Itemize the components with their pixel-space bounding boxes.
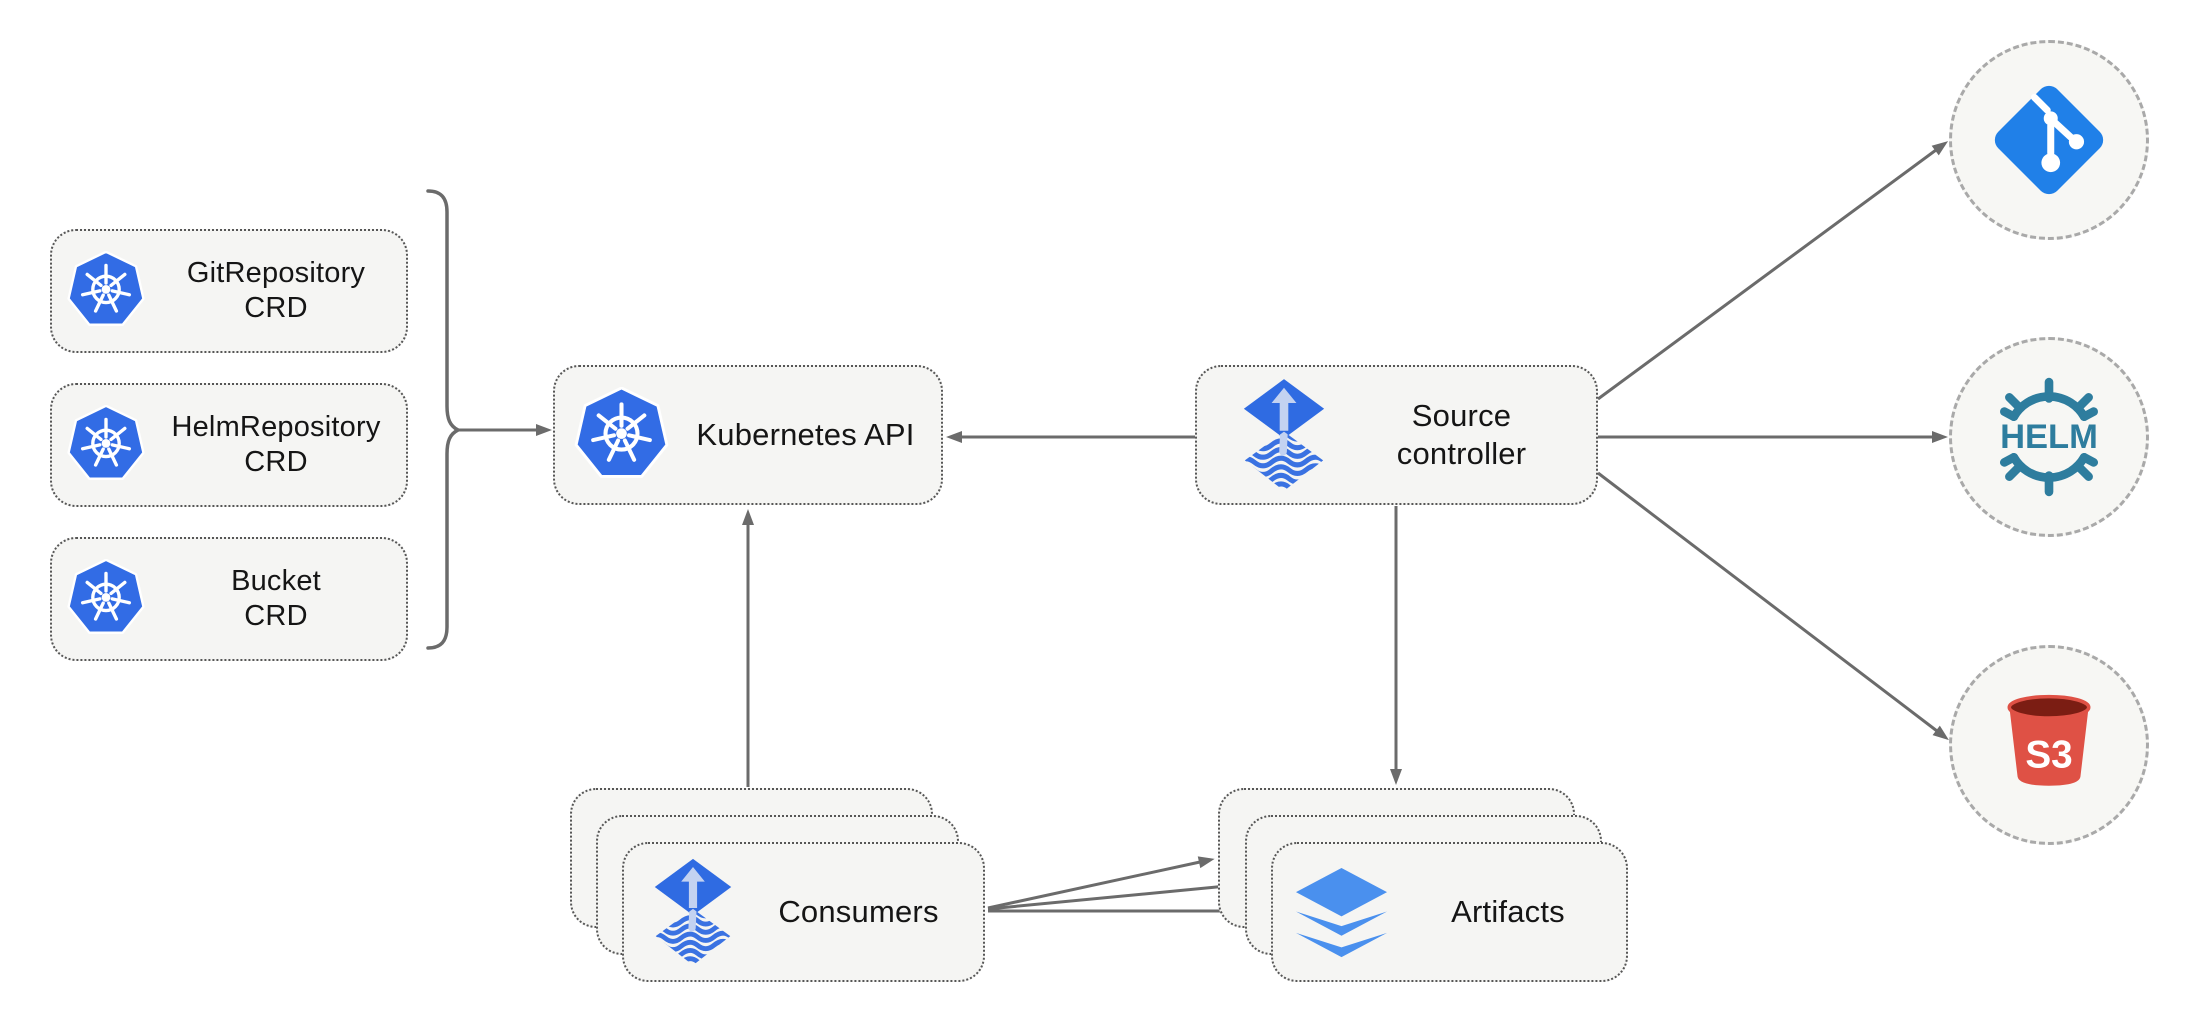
helm-icon: HELM	[1999, 377, 2099, 497]
helm-logo-text: HELM	[2000, 418, 2098, 456]
arrow-source-to-git	[1597, 141, 1949, 401]
crd-label-line1: Bucket	[231, 564, 321, 597]
source-controller-label: Source controller	[1396, 398, 1527, 471]
crd-label-line1: GitRepository	[186, 256, 366, 289]
consumers-node: Consumers	[622, 842, 985, 982]
s3-logo-text: S3	[2025, 733, 2072, 776]
kubernetes-icon	[573, 387, 670, 484]
bucket-crd-node: Bucket CRD	[50, 537, 408, 661]
source-controller-node: Source controller	[1195, 365, 1598, 505]
helmrepository-crd-node: HelmRepository CRD	[50, 383, 408, 507]
helmrepository-crd-label: HelmRepository CRD	[146, 410, 406, 481]
s3-endpoint: S3	[1949, 645, 2149, 845]
crd-group-brace	[426, 189, 462, 650]
gitrepository-crd-label: GitRepository CRD	[146, 256, 406, 327]
consumers-label: Consumers	[778, 894, 939, 930]
arrow-source-to-s3	[1597, 471, 1949, 741]
kubernetes-icon	[66, 405, 146, 485]
artifacts-node: Artifacts	[1271, 842, 1628, 982]
kubernetes-icon	[66, 559, 146, 639]
artifacts-label: Artifacts	[1451, 894, 1565, 930]
crd-label-line2: CRD	[244, 600, 308, 632]
bucket-crd-label: Bucket CRD	[146, 564, 406, 635]
git-endpoint	[1949, 40, 2149, 240]
gitrepository-crd-node: GitRepository CRD	[50, 229, 408, 353]
s3-bucket-icon: S3	[2007, 694, 2091, 786]
flux-icon	[1241, 377, 1327, 494]
git-icon	[1994, 85, 2104, 195]
layers-icon	[1293, 866, 1390, 959]
helm-endpoint: HELM	[1949, 337, 2149, 537]
crd-label-line2: CRD	[244, 446, 308, 478]
crd-label-line2: CRD	[244, 292, 308, 324]
arrow-consumers-to-artifacts-1	[987, 856, 1215, 910]
flux-icon	[652, 857, 734, 968]
kubernetes-api-node: Kubernetes API	[553, 365, 943, 505]
arrow-consumers-to-artifacts-2	[987, 880, 1242, 911]
kubernetes-api-label: Kubernetes API	[696, 417, 915, 453]
crd-label-line1: HelmRepository	[171, 410, 381, 443]
kubernetes-icon	[66, 251, 146, 331]
